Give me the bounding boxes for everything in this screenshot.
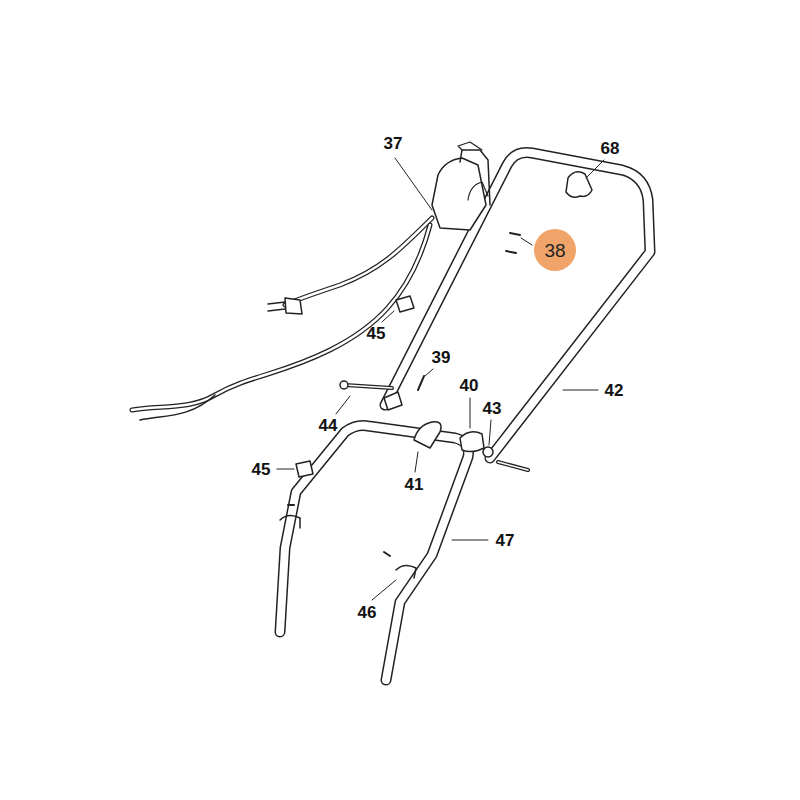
callout-number: 42 [605, 382, 624, 399]
callout-number: 45 [252, 461, 271, 478]
callout-number: 41 [405, 476, 424, 493]
callout-number: 43 [483, 400, 502, 417]
callout-number: 37 [384, 135, 403, 152]
callout-number: 45 [367, 325, 386, 342]
callout-number: 46 [358, 604, 377, 621]
highlight-circle: 38 [534, 229, 576, 271]
callout-number: 44 [319, 417, 338, 434]
callout-number: 68 [601, 140, 620, 157]
callout-number: 38 [544, 241, 565, 260]
callout-number: 40 [460, 377, 479, 394]
callout-number: 39 [432, 349, 451, 366]
callout-number: 47 [496, 532, 515, 549]
